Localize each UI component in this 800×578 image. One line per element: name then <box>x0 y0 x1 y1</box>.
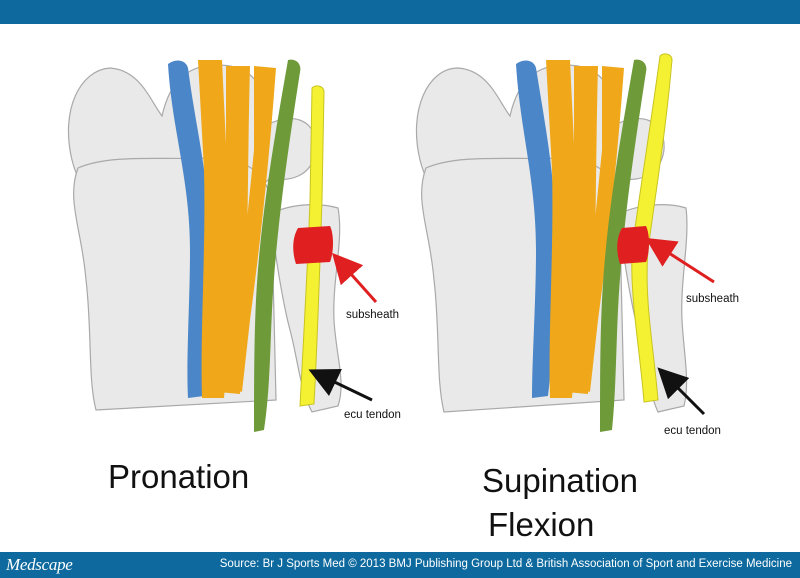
subsheath-arrow-right <box>645 237 715 284</box>
yellow-ecu-tendon-right <box>631 53 673 403</box>
blue-tendon-right <box>516 60 556 399</box>
orange-tendon-right-1 <box>546 60 579 398</box>
ecu-arrow-left <box>308 368 373 402</box>
subsheath-right <box>617 226 649 264</box>
green-tendon-left <box>254 59 301 433</box>
flexion-caption: Flexion <box>488 506 594 543</box>
ecu-tendon-label-left: ecu tendon <box>344 409 401 421</box>
orange-tendon-right-3 <box>578 66 624 392</box>
pronation-caption: Pronation <box>108 458 249 495</box>
orange-tendon-left-1 <box>198 60 231 398</box>
subsheath-label-left: subsheath <box>346 309 399 321</box>
ecu-tendon-label-right: ecu tendon <box>664 425 721 437</box>
subsheath-left <box>293 226 333 264</box>
header-bar <box>0 0 800 24</box>
subsheath-arrow-left <box>331 252 378 304</box>
supination-caption: Supination <box>482 462 638 499</box>
green-tendon-right <box>600 59 647 433</box>
subsheath-label-right: subsheath <box>686 293 739 305</box>
footer-bar: Medscape Source: Br J Sports Med © 2013 … <box>0 552 800 578</box>
pronation-panel: subsheath ecu tendon Pronation <box>67 59 401 495</box>
source-credit: Source: Br J Sports Med © 2013 BMJ Publi… <box>219 558 792 570</box>
blue-tendon-left <box>168 60 210 399</box>
orange-tendon-left-3 <box>230 66 276 392</box>
wrist-diagram: subsheath ecu tendon Pronation subsheath… <box>67 53 739 543</box>
medscape-logo[interactable]: Medscape <box>6 555 73 574</box>
ecu-arrow-right <box>657 367 706 416</box>
supination-panel: subsheath ecu tendon Supination Flexion <box>415 53 739 543</box>
